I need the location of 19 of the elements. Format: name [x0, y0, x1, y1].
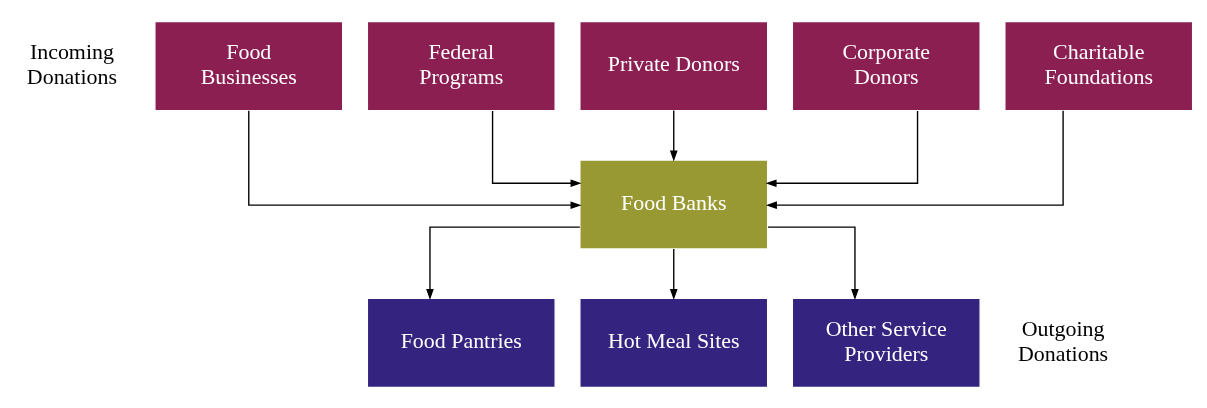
- arrow: [765, 109, 1064, 209]
- node-box: Federal Programs: [366, 20, 556, 111]
- arrow: [248, 109, 582, 209]
- arrow: [765, 109, 919, 187]
- arrow: [426, 225, 581, 300]
- node-box: Charitable Foundations: [1004, 20, 1194, 111]
- arrow: [491, 109, 582, 187]
- node-box: Hot Meal Sites: [579, 297, 769, 388]
- arrow: [669, 247, 678, 300]
- node-box: Corporate Donors: [791, 20, 981, 111]
- label: Outgoing Donations: [1018, 315, 1109, 366]
- arrow: [669, 109, 678, 162]
- node-box: Food Businesses: [154, 20, 344, 111]
- arrow: [767, 225, 859, 300]
- node-box: Food Banks: [579, 158, 769, 250]
- label: Incoming Donations: [26, 38, 117, 89]
- node-box: Food Pantries: [366, 297, 556, 388]
- node-box: Private Donors: [579, 20, 769, 111]
- node-box: Other Service Providers: [791, 297, 981, 388]
